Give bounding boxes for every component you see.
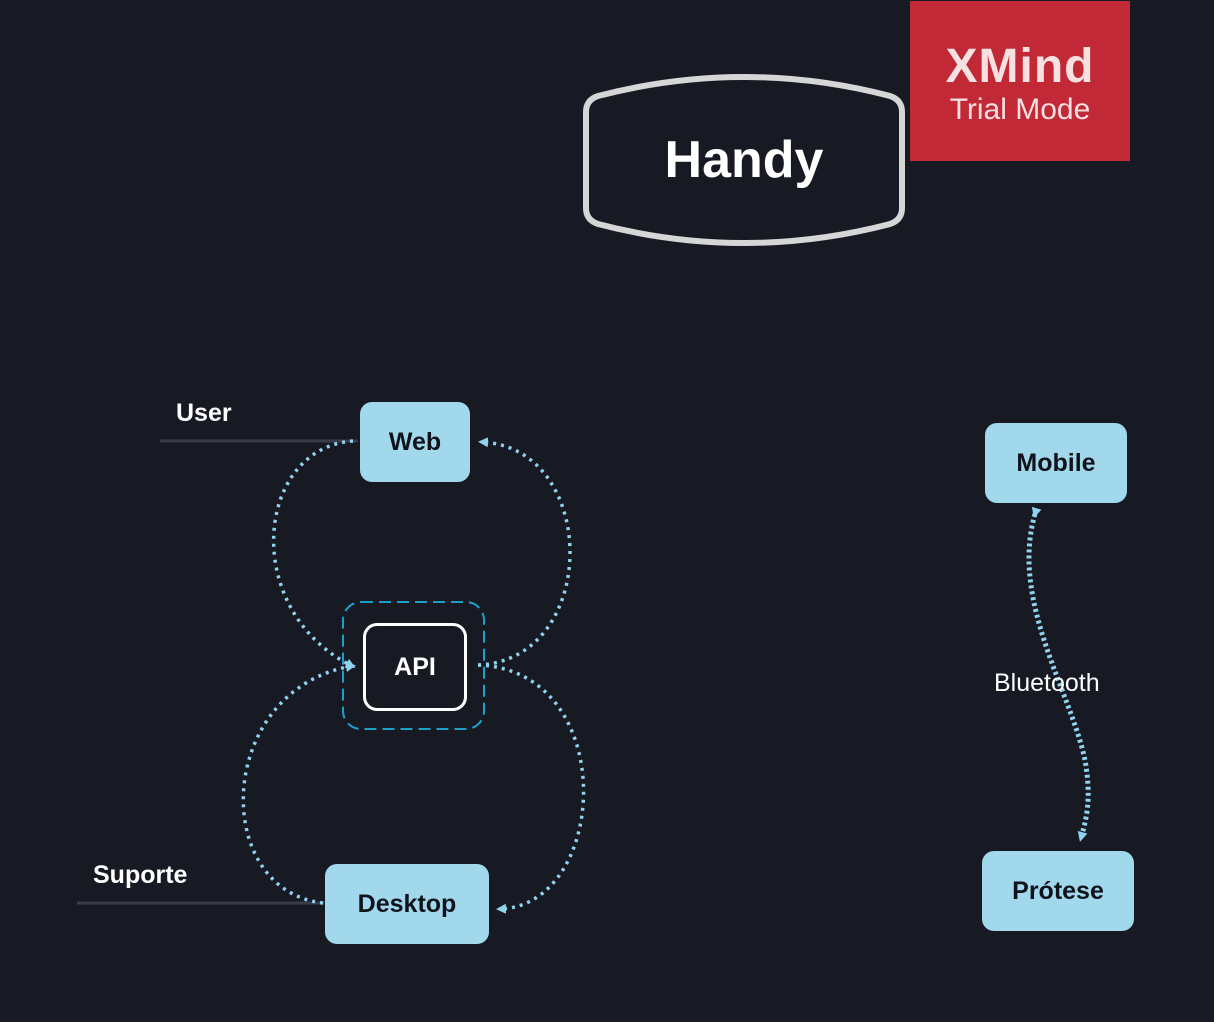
edge-label-bluetooth: Bluetooth (994, 669, 1100, 697)
xmind-trial-watermark: XMind Trial Mode (910, 1, 1130, 161)
suporte-label: Suporte (93, 861, 188, 889)
node-web-label: Web (388, 427, 442, 456)
watermark-brand: XMind (945, 40, 1095, 93)
node-mobile-label: Mobile (1016, 448, 1096, 477)
node-api[interactable]: API (363, 623, 467, 711)
connector-api-to-desktop[interactable] (477, 663, 586, 914)
node-protese[interactable]: Prótese (982, 851, 1134, 931)
watermark-mode: Trial Mode (949, 93, 1091, 126)
connector-web-to-api[interactable] (272, 439, 356, 668)
connector-bluetooth[interactable] (1026, 506, 1091, 842)
node-api-label: API (394, 652, 436, 681)
connector-api-to-web[interactable] (477, 437, 572, 667)
node-desktop-label: Desktop (357, 889, 457, 918)
node-web[interactable]: Web (360, 402, 470, 482)
connector-desktop-to-api[interactable] (241, 662, 356, 905)
node-desktop[interactable]: Desktop (325, 864, 489, 944)
user-label: User (176, 399, 232, 427)
root-topic-frame[interactable] (583, 74, 905, 246)
node-mobile[interactable]: Mobile (985, 423, 1127, 503)
node-protese-label: Prótese (1012, 876, 1104, 905)
